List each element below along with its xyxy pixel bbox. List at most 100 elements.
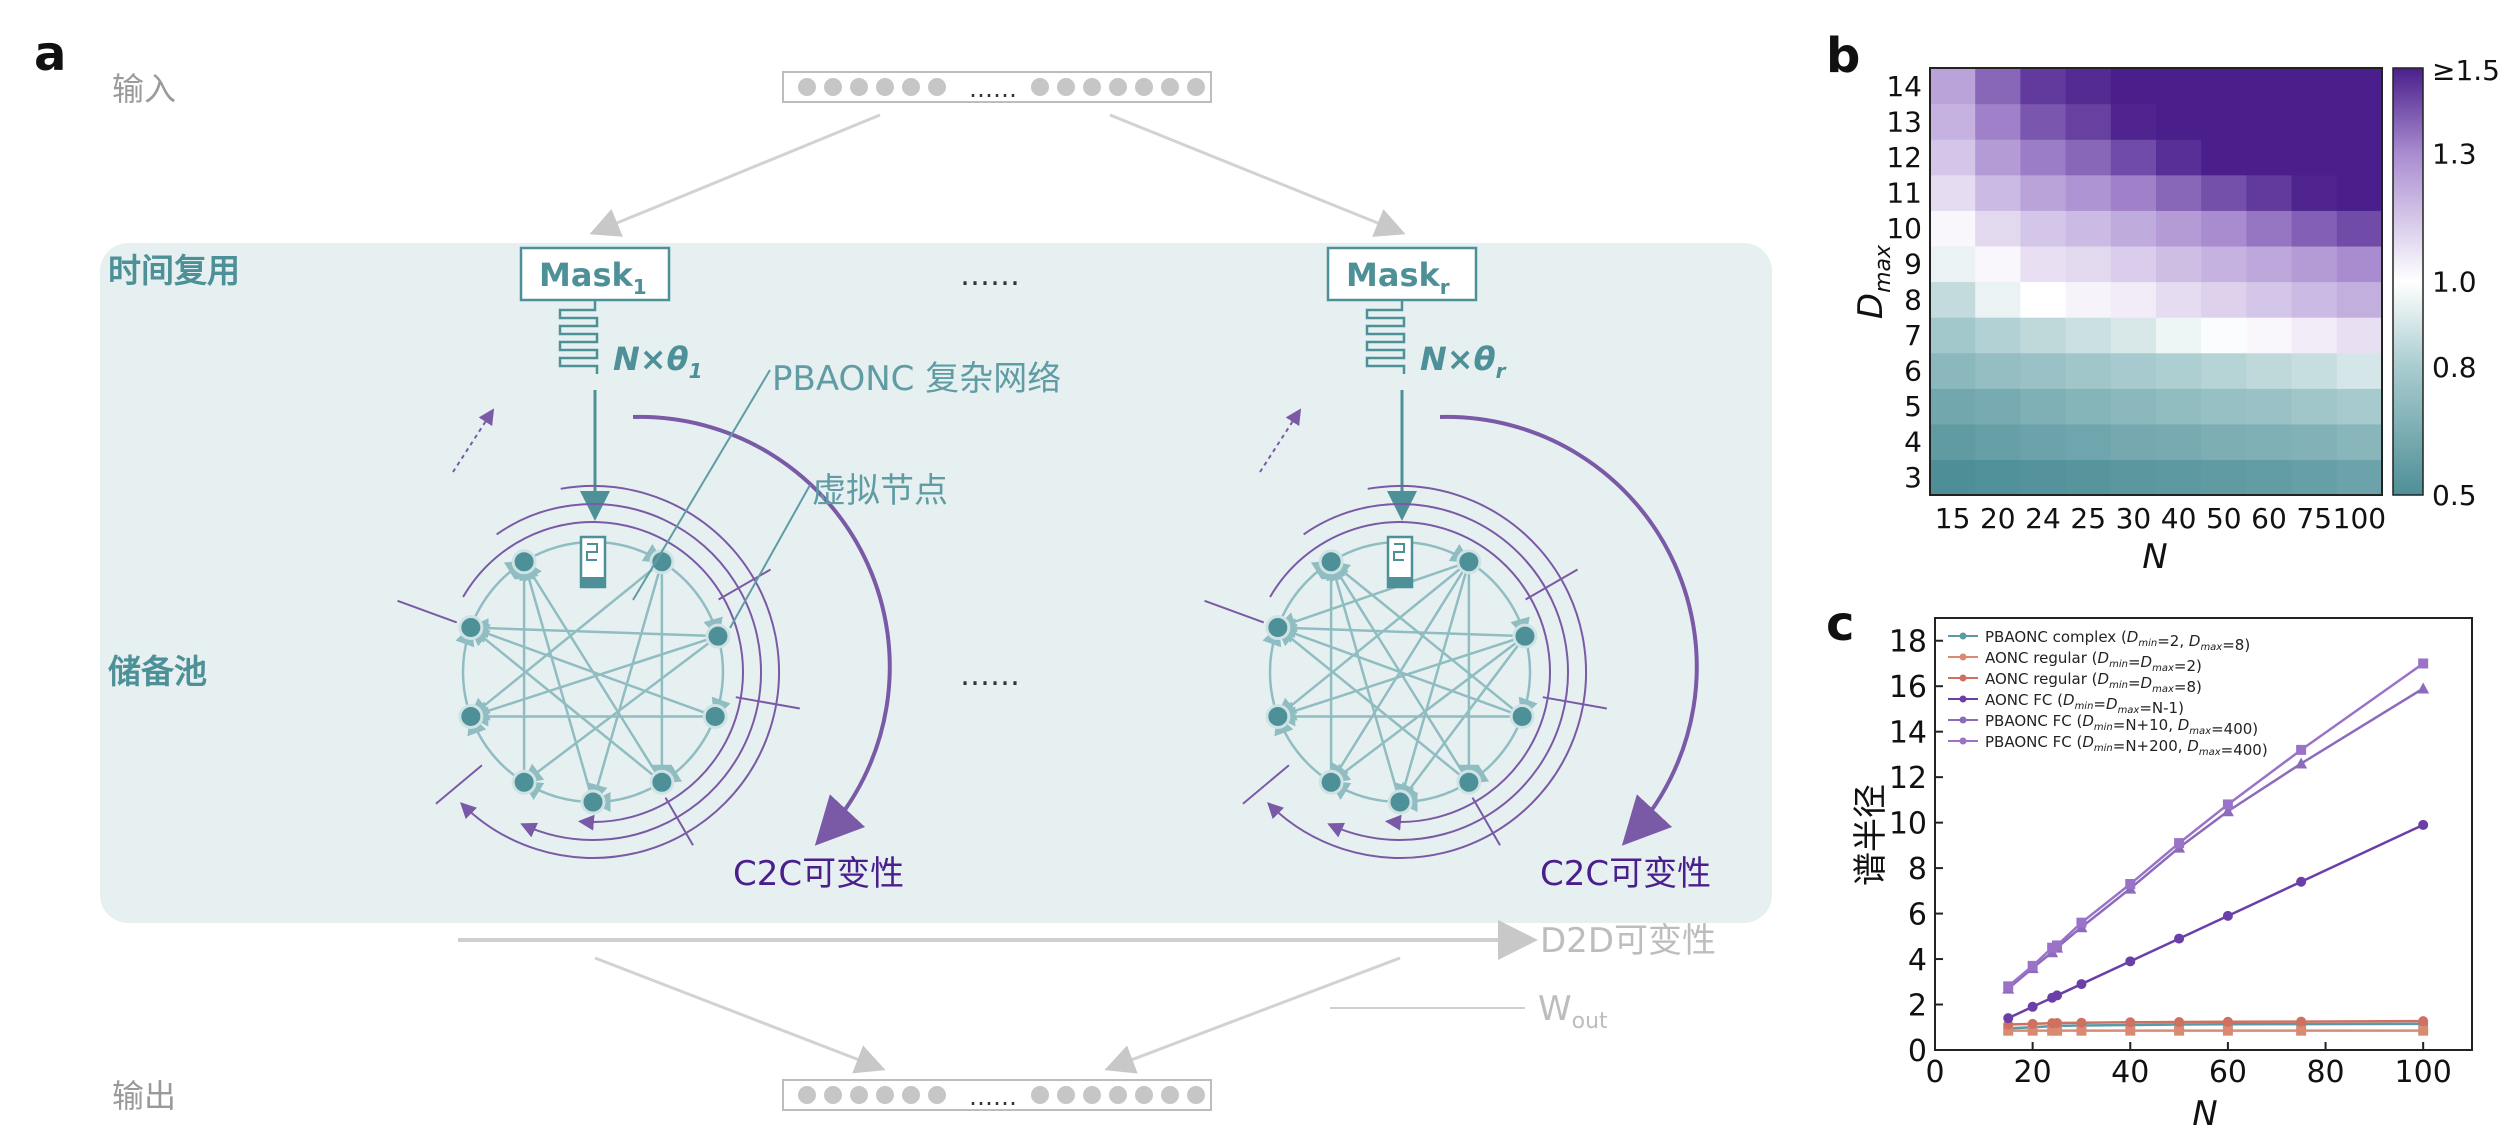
y-tick-label: 2 <box>1908 989 1927 1024</box>
heatmap-cell <box>1930 245 1976 283</box>
mask-ellipsis: …… <box>960 258 1020 293</box>
heatmap-cell <box>2201 459 2247 496</box>
heatmap-cell <box>2110 317 2157 354</box>
heatmap-x-tick: 20 <box>1980 502 2016 535</box>
heatmap-cell <box>2201 388 2247 425</box>
x-tick-label: 20 <box>2014 1055 2052 1090</box>
series-point <box>2418 658 2429 669</box>
node-dot <box>1187 78 1205 96</box>
heatmap-cell <box>2201 281 2247 318</box>
reservoir-background <box>100 243 1772 923</box>
network-label: PBAONC 复杂网络 <box>772 359 1061 399</box>
delay-line-icon <box>1365 300 1406 374</box>
panel-letter-b: b <box>1826 28 1860 84</box>
network-edge <box>1275 618 1526 639</box>
network-edge <box>522 559 663 783</box>
node-dot <box>798 1086 816 1104</box>
legend-entry: PBAONC FC (Dmin=N+200, Dmax=400) <box>1985 733 2268 759</box>
heatmap-y-label: Dmax <box>1851 244 1896 319</box>
heatmap-y-tick: 8 <box>1904 283 1922 316</box>
series-point <box>2052 1017 2063 1028</box>
heatmap-cell <box>2291 245 2338 283</box>
series-point <box>2296 744 2307 755</box>
series-point <box>2222 1025 2233 1036</box>
heatmap-cell <box>2020 459 2067 496</box>
heatmap-cell <box>2246 245 2293 283</box>
heatmap-cell <box>2291 317 2338 354</box>
line-plot-x-label: N <box>2192 1094 2217 1134</box>
heatmap-cell <box>2201 317 2247 354</box>
series-line <box>2008 1022 2424 1030</box>
network-node <box>1387 789 1413 815</box>
series-line <box>2007 823 2424 1020</box>
y-tick-label: 16 <box>1889 670 1927 705</box>
c2c-bracket <box>1267 485 1587 859</box>
node-dot <box>928 78 946 96</box>
network-edge <box>468 634 719 721</box>
heatmap-cell <box>2156 317 2202 354</box>
heatmap-cell <box>2110 210 2157 247</box>
c2c-tick <box>1542 696 1607 710</box>
node-dot <box>1187 1086 1205 1104</box>
c2c-bracket <box>1269 521 1551 831</box>
node-dot <box>1083 1086 1101 1104</box>
heatmap-cell <box>1975 352 2021 389</box>
network-edge <box>1275 560 1470 719</box>
node-dot <box>850 1086 868 1104</box>
heatmap-cell <box>1975 423 2021 461</box>
output-label: 输出 <box>112 1077 176 1115</box>
c2c-arc-arrow <box>632 414 892 846</box>
heatmap-cell <box>2246 423 2293 461</box>
heatmap-x-tick: 15 <box>1935 502 1971 535</box>
heatmap-cell <box>2201 139 2247 176</box>
n-theta-label: N×θr <box>1420 340 1507 383</box>
legend-marker <box>1959 674 1967 682</box>
node-dot <box>1161 1086 1179 1104</box>
heatmap-cell <box>2336 281 2383 318</box>
heatmap-x-tick: 30 <box>2116 502 2152 535</box>
node-dot <box>902 1086 920 1104</box>
legend-entry: PBAONC complex (Dmin=2, Dmax=8) <box>1985 628 2250 654</box>
reservoir-ellipsis: …… <box>960 658 1020 693</box>
heatmap-y-tick: 14 <box>1886 70 1922 103</box>
heatmap-cell <box>1930 68 1976 105</box>
c2c-tick <box>1525 568 1579 601</box>
legend-marker <box>1959 695 1967 703</box>
heatmap-x-tick: 60 <box>2251 502 2287 535</box>
x-tick-label: 80 <box>2306 1055 2344 1090</box>
heatmap-cell <box>2156 459 2202 496</box>
heatmap-cell <box>2110 139 2157 176</box>
heatmap-cell <box>2336 459 2383 496</box>
heatmap-cell <box>2291 388 2338 425</box>
y-tick-label: 10 <box>1889 807 1927 842</box>
heatmap-cell <box>2201 174 2247 211</box>
series-point <box>2296 876 2307 887</box>
heatmap-cell <box>2110 245 2157 283</box>
legend-entry: PBAONC FC (Dmin=N+10, Dmax=400) <box>1985 712 2258 738</box>
heatmap-cell <box>2201 210 2247 247</box>
c2c-tick <box>435 764 483 805</box>
node-dot <box>1135 78 1153 96</box>
legend-marker <box>1959 716 1967 724</box>
virtual-node-source-base <box>1388 577 1412 587</box>
series-point <box>2417 682 2430 694</box>
heatmap-x-tick: 100 <box>2333 502 2386 535</box>
y-tick-label: 14 <box>1889 716 1927 751</box>
series-point <box>2027 1025 2038 1036</box>
heatmap-cell <box>1975 210 2021 247</box>
heatmap-cell <box>2020 139 2067 176</box>
line-plot-series <box>2002 658 2430 1036</box>
heatmap-cell <box>2336 68 2383 105</box>
heatmap-y-tick: 3 <box>1904 461 1922 494</box>
network-node <box>1265 703 1291 729</box>
heatmap-y-tick: 4 <box>1904 426 1922 459</box>
heatmap-cell <box>1975 103 2021 140</box>
series-line <box>2008 1019 2424 1026</box>
heatmap-cell <box>2246 352 2293 389</box>
heatmap-cell <box>2156 174 2202 211</box>
node-dot <box>1031 78 1049 96</box>
line-plot-y-label: 谱半径 <box>1851 784 1891 886</box>
heatmap-cell <box>2020 423 2067 461</box>
